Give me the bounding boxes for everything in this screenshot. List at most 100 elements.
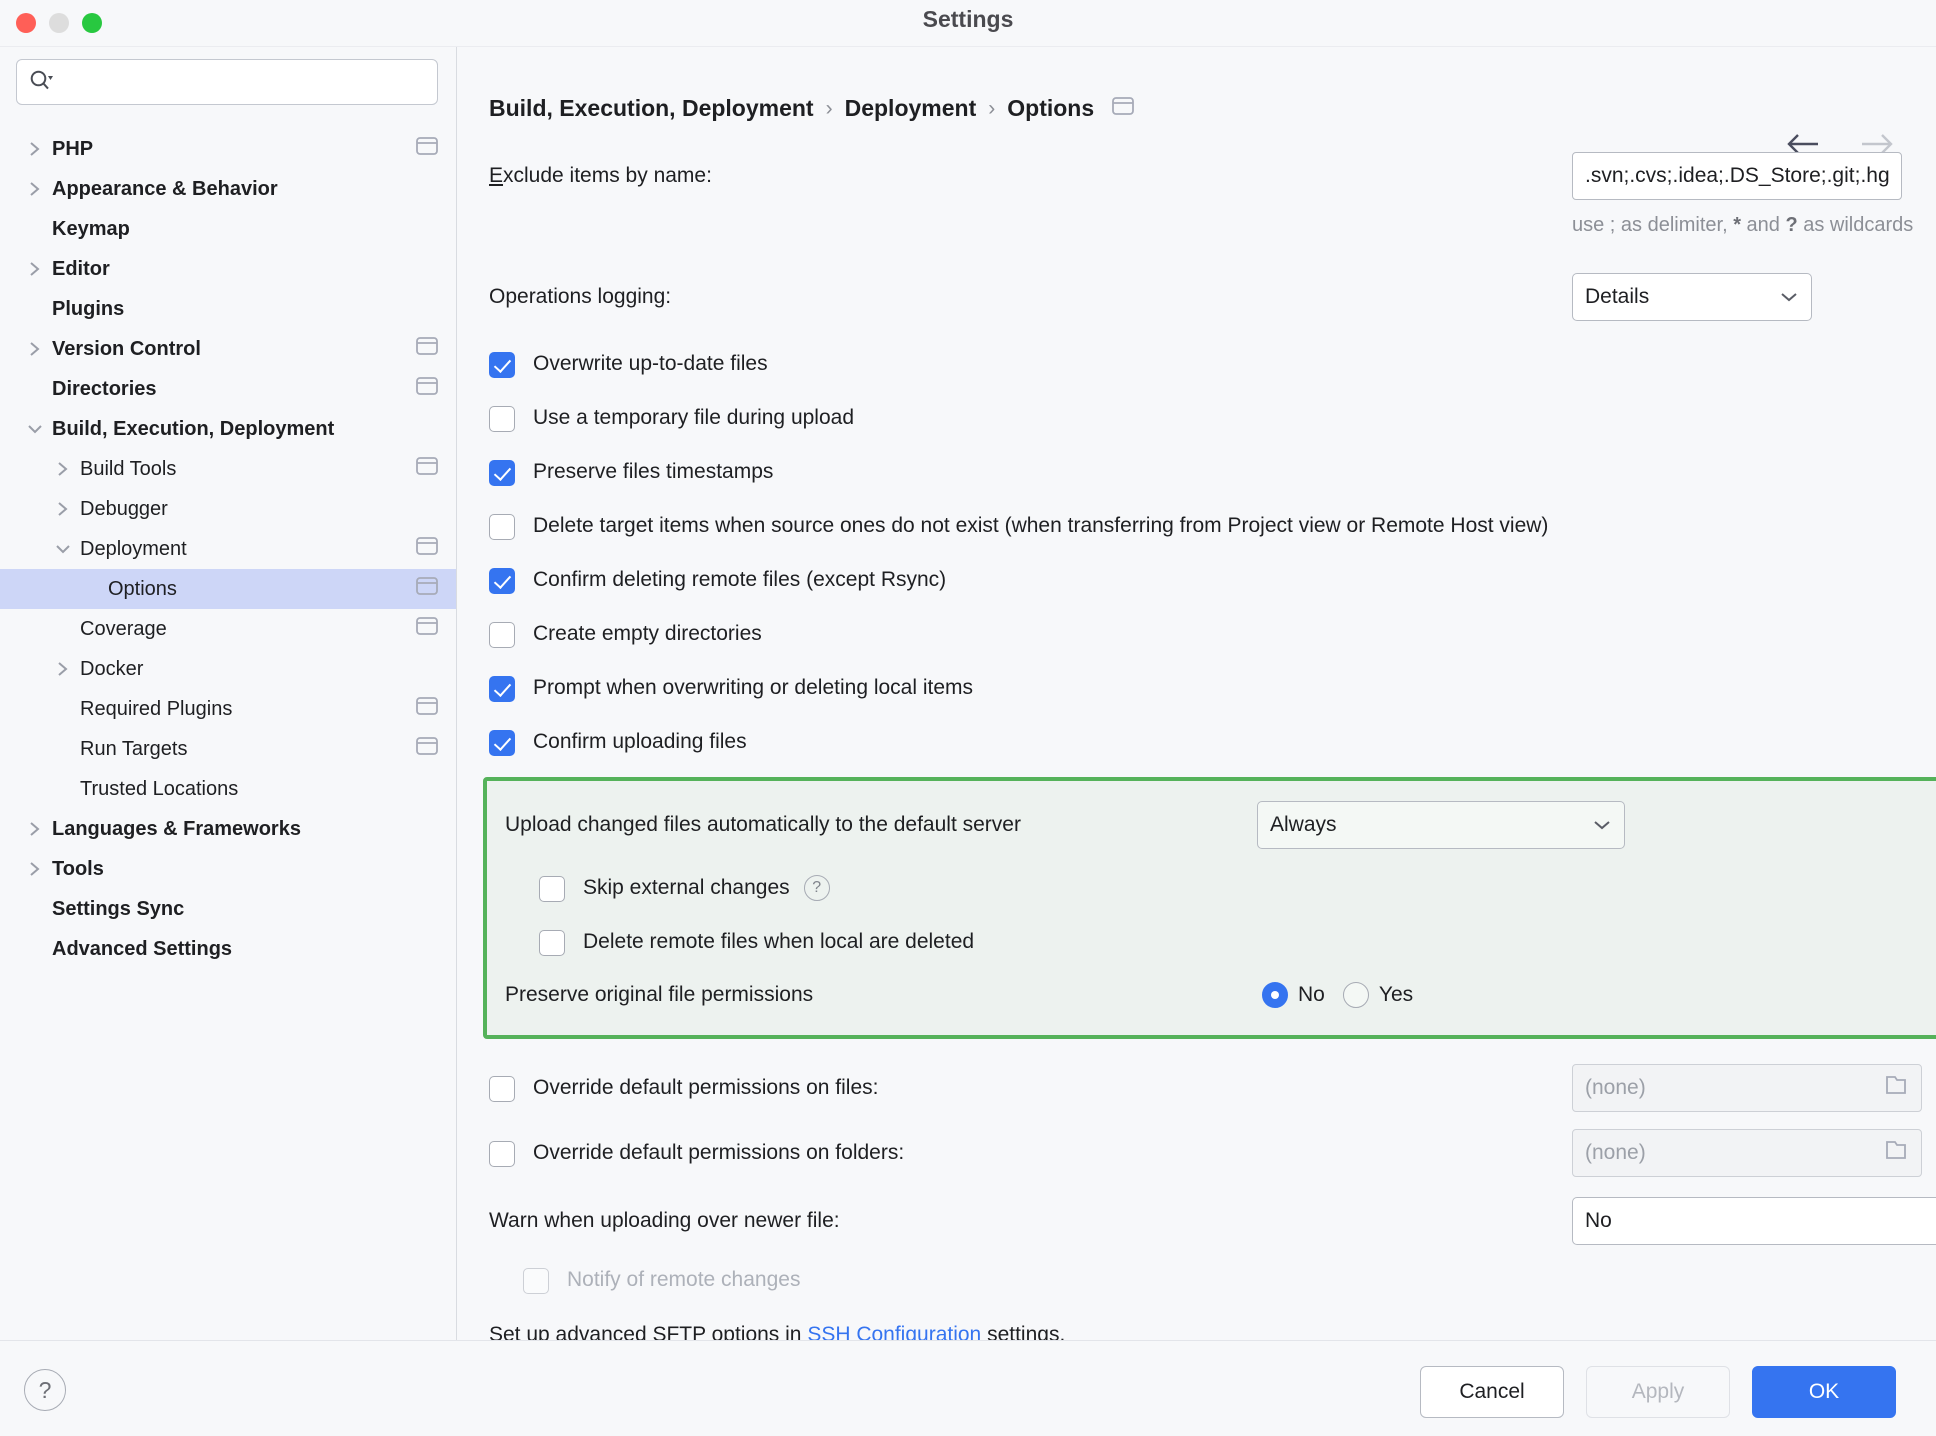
hint-wildcard-question: ? (1785, 214, 1798, 236)
sidebar-item-coverage[interactable]: Coverage (0, 609, 456, 649)
chevron-right-icon[interactable] (24, 340, 46, 358)
navigation-buttons (1784, 131, 1896, 162)
sidebar-item-label: Build, Execution, Deployment (52, 417, 335, 440)
close-button[interactable] (16, 13, 36, 33)
chevron-right-icon[interactable] (24, 260, 46, 278)
chevron-down-icon[interactable] (24, 422, 46, 436)
override-files-path-field[interactable]: (none) (1572, 1064, 1922, 1112)
checkbox-confirm-deleting-remote-files-except-rsy[interactable] (489, 568, 515, 594)
checkbox-row[interactable]: Create empty directories (489, 607, 1902, 661)
help-icon[interactable]: ? (803, 875, 830, 901)
sidebar-item-tools[interactable]: Tools (0, 849, 456, 889)
sidebar-item-options[interactable]: Options (0, 569, 456, 609)
sidebar-item-label: Required Plugins (80, 697, 233, 720)
checkbox-row[interactable]: Confirm deleting remote files (except Rs… (489, 553, 1902, 607)
upload-automatically-value: Always (1270, 813, 1337, 836)
checkbox-confirm-uploading-files[interactable] (489, 730, 515, 756)
checkbox-row[interactable]: Prompt when overwriting or deleting loca… (489, 661, 1902, 715)
sidebar-item-advanced-settings[interactable]: Advanced Settings (0, 929, 456, 969)
folder-icon[interactable] (1883, 1073, 1909, 1103)
ssh-configuration-link[interactable]: SSH Configuration (807, 1323, 982, 1340)
chevron-right-icon[interactable] (24, 140, 46, 158)
checkbox-use-a-temporary-file-during-upload[interactable] (489, 406, 515, 432)
delete-remote-files-label: Delete remote files when local are delet… (583, 930, 975, 953)
sidebar-item-deployment[interactable]: Deployment (0, 529, 456, 569)
checkbox-prompt-when-overwriting-or-deleting-loca[interactable] (489, 676, 515, 702)
checkbox-row[interactable]: Preserve files timestamps (489, 445, 1902, 499)
override-files-row[interactable]: Override default permissions on files: (… (489, 1057, 1922, 1119)
sidebar-item-languages-frameworks[interactable]: Languages & Frameworks (0, 809, 456, 849)
skip-external-changes-checkbox[interactable] (539, 876, 565, 902)
module-icon (416, 616, 438, 642)
sidebar-item-build-tools[interactable]: Build Tools (0, 449, 456, 489)
sidebar-item-plugins[interactable]: Plugins (0, 289, 456, 329)
sidebar-item-run-targets[interactable]: Run Targets (0, 729, 456, 769)
apply-button: Apply (1586, 1366, 1730, 1418)
window-title: Settings (922, 6, 1014, 32)
settings-main-panel: Build, Execution, Deployment › Deploymen… (457, 47, 1936, 1340)
checkbox-row[interactable]: Overwrite up-to-date files (489, 337, 1902, 391)
sidebar-item-required-plugins[interactable]: Required Plugins (0, 689, 456, 729)
checkbox-overwrite-up-to-date-files[interactable] (489, 352, 515, 378)
chevron-down-icon[interactable] (52, 542, 74, 556)
override-folders-path-field[interactable]: (none) (1572, 1129, 1922, 1177)
cancel-button[interactable]: Cancel (1420, 1366, 1564, 1418)
breadcrumb-crumb-1[interactable]: Deployment (844, 95, 977, 121)
sidebar-item-appearance-behavior[interactable]: Appearance & Behavior (0, 169, 456, 209)
ok-button[interactable]: OK (1752, 1366, 1896, 1418)
breadcrumb-crumb-2: Options (1007, 95, 1095, 121)
checkbox-create-empty-directories[interactable] (489, 622, 515, 648)
override-files-checkbox[interactable] (489, 1076, 515, 1102)
checkbox-row[interactable]: Delete target items when source ones do … (489, 499, 1902, 553)
checkbox-preserve-files-timestamps[interactable] (489, 460, 515, 486)
checkbox-row[interactable]: Confirm uploading files (489, 715, 1902, 769)
sidebar-item-debugger[interactable]: Debugger (0, 489, 456, 529)
radio-no[interactable] (1262, 982, 1288, 1008)
sidebar-item-label: Editor (52, 257, 110, 280)
sidebar-item-php[interactable]: PHP (0, 129, 456, 169)
checkbox-row[interactable]: Use a temporary file during upload (489, 391, 1902, 445)
skip-external-changes-row[interactable]: Skip external changes ? (539, 861, 1936, 915)
sidebar-item-settings-sync[interactable]: Settings Sync (0, 889, 456, 929)
sidebar-item-keymap[interactable]: Keymap (0, 209, 456, 249)
folder-icon[interactable] (1883, 1138, 1909, 1168)
chevron-right-icon[interactable] (52, 460, 74, 478)
sidebar-item-trusted-locations[interactable]: Trusted Locations (0, 769, 456, 809)
delete-remote-files-checkbox[interactable] (539, 930, 565, 956)
sidebar-item-label: Build Tools (80, 457, 177, 480)
chevron-right-icon[interactable] (52, 660, 74, 678)
radio-yes[interactable] (1342, 982, 1369, 1008)
sidebar-item-version-control[interactable]: Version Control (0, 329, 456, 369)
sftp-note-prefix: Set up advanced SFTP options in (489, 1323, 808, 1340)
override-folders-checkbox[interactable] (489, 1141, 515, 1167)
checkbox-delete-target-items-when-source-ones-do-[interactable] (489, 514, 515, 540)
chevron-right-icon[interactable] (24, 860, 46, 878)
preserve-permissions-option-no[interactable]: No (1262, 982, 1325, 1008)
sidebar-item-editor[interactable]: Editor (0, 249, 456, 289)
sidebar-item-label: Version Control (52, 337, 201, 360)
preserve-permissions-option-yes[interactable]: Yes (1342, 982, 1413, 1008)
exclude-items-input[interactable] (1572, 152, 1902, 200)
chevron-right-icon[interactable] (24, 820, 46, 838)
hint-mid: and (1740, 214, 1786, 236)
minimize-button[interactable] (49, 13, 69, 33)
arrow-left-icon[interactable] (1784, 131, 1824, 162)
search-box[interactable] (16, 59, 438, 105)
sidebar-item-docker[interactable]: Docker (0, 649, 456, 689)
operations-logging-select[interactable]: Details (1572, 273, 1812, 321)
delete-remote-files-row[interactable]: Delete remote files when local are delet… (539, 915, 1936, 969)
sidebar-item-label: Languages & Frameworks (52, 817, 301, 840)
search-wrapper (0, 59, 456, 115)
chevron-right-icon[interactable] (24, 180, 46, 198)
search-input[interactable] (61, 60, 425, 104)
help-icon[interactable]: ? (24, 1369, 66, 1411)
warn-newer-select[interactable]: No (1572, 1197, 1936, 1245)
breadcrumb-crumb-0[interactable]: Build, Execution, Deployment (489, 95, 814, 121)
sidebar-item-directories[interactable]: Directories (0, 369, 456, 409)
zoom-button[interactable] (82, 13, 102, 33)
sidebar-item-build-execution-deployment[interactable]: Build, Execution, Deployment (0, 409, 456, 449)
upload-automatically-select[interactable]: Always (1257, 801, 1625, 849)
override-folders-row[interactable]: Override default permissions on folders:… (489, 1119, 1922, 1187)
chevron-right-icon[interactable] (52, 500, 74, 518)
